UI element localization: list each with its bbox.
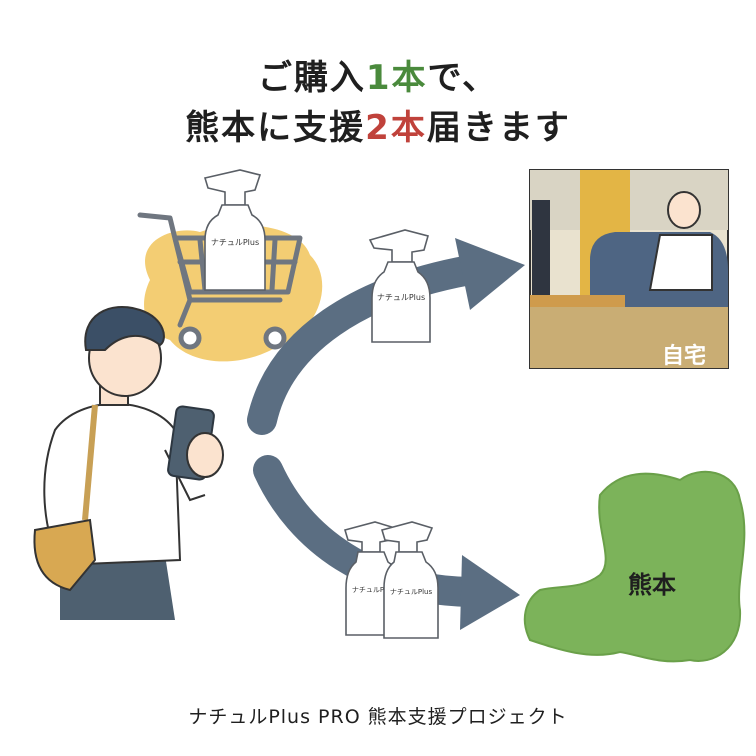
tv bbox=[532, 200, 550, 300]
headline-suffix-2: 届きます bbox=[426, 108, 571, 148]
headline-highlight-2: 2本 bbox=[365, 108, 427, 148]
arrow-head-home bbox=[455, 238, 525, 310]
spray-bottle-cart bbox=[203, 169, 266, 291]
home-photo bbox=[529, 169, 729, 369]
bottle-label-cart: ナチュルPlus bbox=[211, 238, 259, 247]
arrow-to-home bbox=[247, 255, 485, 435]
person-at-home-body bbox=[648, 234, 713, 291]
footer-text: ナチュルPlus PRO 熊本支援プロジェクト bbox=[188, 706, 568, 728]
headline-line-2: 熊本に支援2本届きます bbox=[0, 100, 756, 149]
person-hand bbox=[186, 432, 224, 478]
person-bag bbox=[33, 518, 97, 592]
headline-prefix-2: 熊本に支援 bbox=[185, 108, 366, 148]
bottle-label-bottom-2: ナチュルPlus bbox=[390, 588, 433, 596]
headline-suffix-1: で、 bbox=[427, 58, 499, 98]
kumamoto-map bbox=[523, 470, 746, 663]
arrow-head-kumamoto bbox=[460, 555, 520, 630]
headline-prefix-1: ご購入 bbox=[257, 58, 366, 98]
spray-bottle-bottom-2 bbox=[380, 521, 439, 639]
floor bbox=[530, 307, 728, 368]
person-pants bbox=[60, 555, 175, 620]
bottle-label-bottom-1: ナチュルPlus bbox=[352, 586, 395, 594]
bottle-label-middle: ナチュルPlus bbox=[377, 293, 425, 302]
home-label: 自宅 bbox=[662, 344, 707, 369]
person-hair bbox=[84, 305, 165, 351]
spray-bottle-middle bbox=[368, 229, 431, 343]
headline-highlight-1: 1本 bbox=[365, 58, 428, 98]
map-label: 熊本 bbox=[628, 571, 676, 599]
headline-line-1: ご購入1本で、 bbox=[0, 50, 756, 99]
person-bag-strap bbox=[82, 404, 98, 521]
table bbox=[530, 295, 625, 307]
person-figure bbox=[33, 305, 224, 620]
person-at-home-head bbox=[667, 191, 701, 229]
